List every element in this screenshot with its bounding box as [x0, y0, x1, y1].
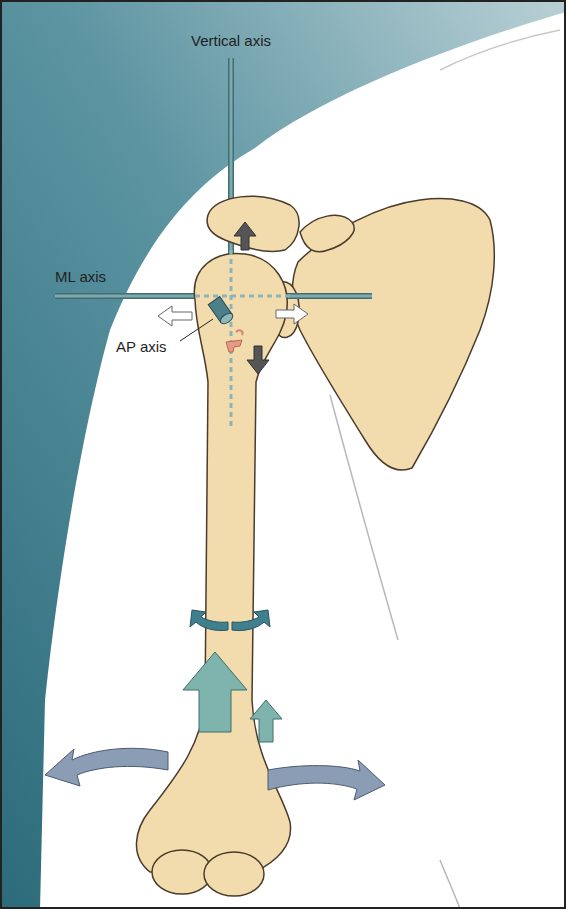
axis-label: Vertical axis — [191, 32, 271, 50]
vertical-axis-hidden — [230, 250, 233, 430]
rotation-symbol — [236, 330, 243, 335]
ml-axis-hidden — [195, 295, 290, 298]
rotation-arrow — [232, 610, 270, 631]
body-silhouette — [40, 12, 566, 909]
scapula — [292, 199, 494, 471]
medial-arrow — [276, 304, 308, 324]
neck-contour — [440, 30, 560, 70]
acromion — [207, 196, 299, 251]
coracoid — [300, 215, 354, 251]
rotation-symbol — [226, 340, 242, 352]
ml-axis — [290, 293, 372, 299]
ml-axis — [290, 295, 372, 298]
trochlea — [204, 852, 264, 896]
rotation-arrow — [190, 610, 228, 631]
adduction-arrow — [268, 760, 385, 800]
axis-label: ML axis — [55, 268, 106, 286]
torso-contour — [440, 860, 460, 909]
leader-line — [180, 319, 213, 341]
abduction-arrow — [45, 748, 168, 786]
lateral-arrow — [158, 306, 192, 326]
compression-arrow — [183, 652, 247, 732]
capitulum — [152, 850, 212, 894]
inferior-arrow — [247, 346, 269, 374]
superior-arrow — [234, 222, 256, 250]
ml-axis — [55, 295, 372, 298]
axis-label: AP axis — [116, 338, 167, 356]
ap-axis — [208, 297, 234, 326]
compression-arrow — [250, 700, 282, 742]
